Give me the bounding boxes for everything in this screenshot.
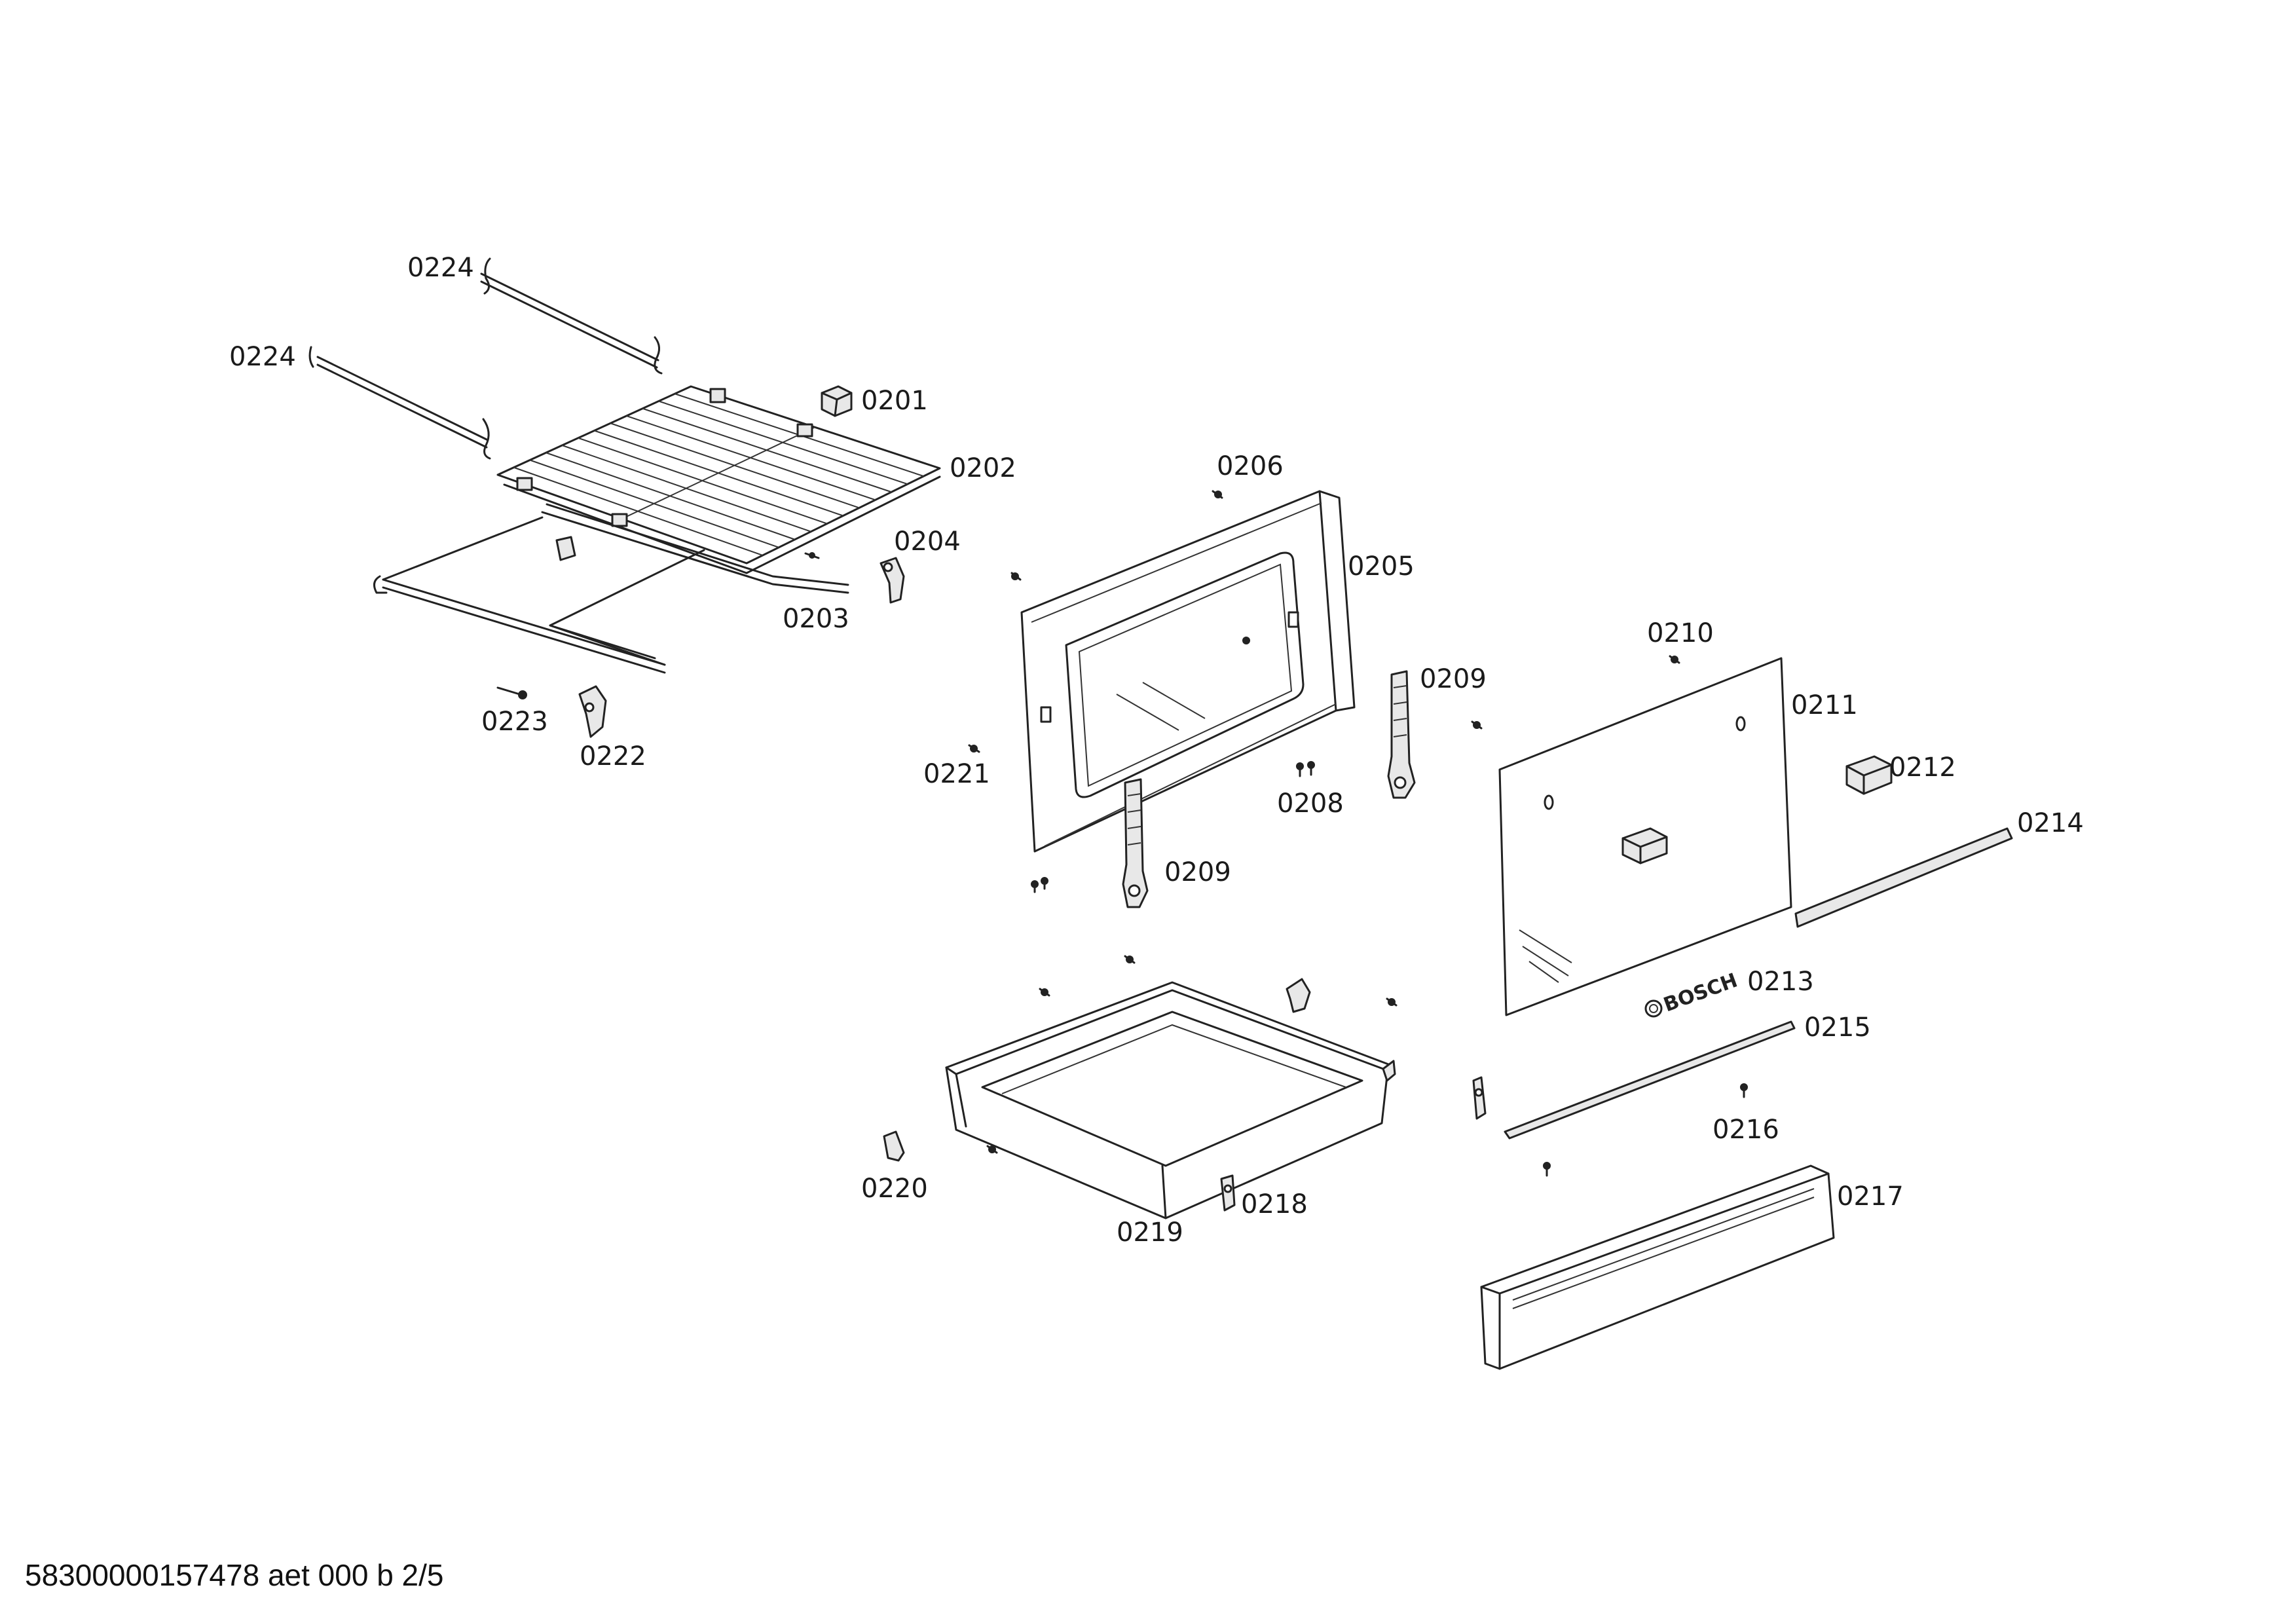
label-0222: 0222 (580, 741, 646, 771)
part-tray-screws (986, 955, 1398, 1154)
part-screw-mid (1471, 720, 1483, 730)
label-0209-lower: 0209 (1164, 857, 1231, 887)
part-0214-strip (1794, 827, 2013, 928)
label-0204: 0204 (894, 527, 961, 557)
bosch-logo: BOSCH (1661, 969, 1741, 1017)
label-0205: 0205 (1348, 551, 1415, 582)
part-0206-screw (1212, 490, 1223, 499)
label-0201: 0201 (861, 386, 928, 416)
part-screw-upper-left (1010, 572, 1022, 581)
part-0205-inner-door (1020, 490, 1356, 853)
part-0219-drawer-tray (945, 981, 1396, 1219)
part-0209-hinge-lower (1122, 778, 1149, 908)
part-0209-hinge-upper (1387, 670, 1416, 799)
part-tray-clip-top (1286, 978, 1311, 1013)
part-shelf-support-frame (373, 516, 705, 674)
label-0210: 0210 (1647, 618, 1714, 648)
part-0208-screws (1296, 761, 1315, 777)
part-0222-bracket (578, 685, 607, 738)
part-0223-screw (496, 686, 527, 699)
part-0217-drawer-front (1480, 1164, 1835, 1370)
part-0216-screw (1740, 1083, 1748, 1098)
part-0202-oven-rack (496, 385, 941, 574)
label-0214: 0214 (2017, 808, 2084, 838)
part-0203-telescopic-rail (541, 503, 849, 594)
label-0213: 0213 (1747, 967, 1814, 997)
part-0212-clip (1845, 755, 1893, 795)
part-0204-bracket (880, 557, 905, 604)
part-labels: 0224 0224 0201 0202 0204 0203 0223 0222 … (229, 253, 2084, 1248)
label-0218: 0218 (1241, 1189, 1308, 1219)
label-0217: 0217 (1837, 1181, 1904, 1212)
part-0213-logo: BOSCH (1644, 969, 1741, 1018)
label-0223: 0223 (481, 707, 548, 737)
label-0216: 0216 (1713, 1115, 1779, 1145)
rack-center-wire (621, 426, 816, 519)
part-0224-rail-left (308, 346, 491, 460)
part-screw-trim (1543, 1162, 1551, 1177)
label-0221: 0221 (923, 759, 990, 789)
label-0219: 0219 (1117, 1217, 1183, 1248)
label-0215: 0215 (1804, 1013, 1871, 1043)
label-0208: 0208 (1277, 789, 1344, 819)
label-0211: 0211 (1791, 690, 1858, 720)
label-0212: 0212 (1889, 753, 1956, 783)
part-clip-left-trim (1472, 1076, 1487, 1120)
part-screws-bottom-left (1031, 877, 1048, 893)
part-0211-outer-door-glass (1498, 657, 1792, 1016)
label-0206: 0206 (1217, 451, 1284, 481)
document-code: 58300000157478 aet 000 b 2/5 (25, 1558, 444, 1592)
part-0220-clip (883, 1130, 905, 1162)
part-0224-rail-top (480, 257, 663, 375)
label-0224-left: 0224 (229, 342, 296, 372)
part-0215-trim (1504, 1020, 1796, 1140)
part-0218-clip (1220, 1174, 1236, 1212)
label-0209-upper: 0209 (1420, 664, 1487, 694)
part-0210-screw (1669, 655, 1680, 664)
label-0224-top: 0224 (407, 253, 474, 283)
label-0220: 0220 (861, 1174, 928, 1204)
part-0221-screw (968, 744, 980, 753)
label-0202: 0202 (950, 453, 1016, 483)
part-0201-clip (821, 385, 853, 417)
label-0203: 0203 (783, 604, 849, 634)
